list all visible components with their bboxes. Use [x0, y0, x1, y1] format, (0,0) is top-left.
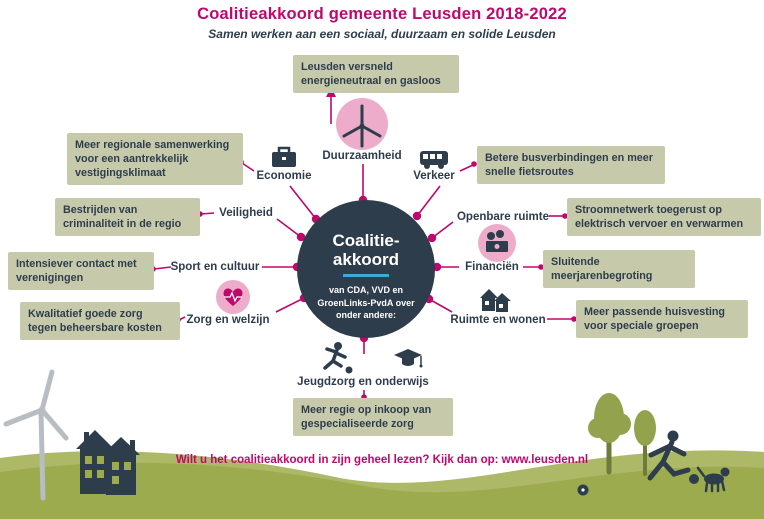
soccer-player-icon: [323, 342, 353, 374]
central-divider: [343, 274, 389, 278]
wind-turbine-large-icon: [3, 369, 69, 501]
benefit-box-jeugdzorg: Meer regie op inkoop van gespecialiseerd…: [293, 398, 453, 437]
central-title-line1: Coalitie-: [332, 231, 400, 250]
benefit-box-veiligheid: Bestrijden van criminaliteit in de regio: [55, 198, 200, 237]
topic-label-openbare-ruimte: Openbare ruimte: [456, 211, 550, 223]
benefit-box-duurzaamheid: Leusden versneld energieneutraal en gasl…: [293, 55, 459, 94]
footer-read-more-text: Wilt u het coalitieakkoord in zijn gehee…: [175, 454, 589, 466]
topic-label-zorg-en-welzijn: Zorg en welzijn: [186, 314, 270, 326]
connector-lines: [153, 95, 573, 396]
trees-icon: [588, 393, 656, 476]
briefcase-icon: [272, 146, 296, 167]
topic-label-financien: Financiën: [465, 261, 519, 273]
soccer-player-large-icon: [647, 430, 699, 484]
soccer-ball-icon: [577, 484, 589, 496]
benefit-box-sport-en-cultuur: Intensiever contact met verenigingen: [8, 252, 154, 291]
houses-icon: [480, 289, 511, 312]
grass-hills: [0, 450, 764, 519]
money-icon: [478, 224, 516, 262]
benefit-box-openbare-ruimte: Stroomnetwerk toegerust op elektrisch ve…: [567, 198, 761, 237]
central-subtitle: van CDA, VVD en GroenLinks-PvdA over ond…: [317, 285, 415, 321]
topic-label-duurzaamheid: Duurzaamheid: [322, 150, 402, 162]
graduation-cap-icon: [394, 349, 423, 368]
benefit-box-zorg-en-welzijn: Kwalitatief goede zorg tegen beheersbare…: [20, 302, 180, 341]
central-circle: Coalitie- akkoord van CDA, VVD en GroenL…: [297, 200, 435, 338]
bus-icon: [420, 151, 448, 169]
page-title: Coalitieakkoord gemeente Leusden 2018-20…: [197, 5, 567, 23]
topic-label-verkeer: Verkeer: [413, 170, 455, 182]
benefit-box-financien: Sluitende meerjarenbegroting: [543, 250, 695, 289]
topic-label-economie: Economie: [256, 170, 312, 182]
dog-icon: [696, 466, 730, 493]
topic-label-ruimte-en-wonen: Ruimte en wonen: [450, 314, 546, 326]
benefit-box-economie: Meer regionale samenwerking voor een aan…: [67, 133, 243, 186]
topic-label-sport-en-cultuur: Sport en cultuur: [170, 261, 260, 273]
central-title-line2: akkoord: [332, 250, 400, 270]
central-title: Coalitie- akkoord: [297, 231, 435, 269]
topic-label-jeugdzorg-en-onderwijs: Jeugdzorg en onderwijs: [297, 376, 429, 388]
page-subtitle: Samen werken aan een sociaal, duurzaam e…: [208, 27, 556, 41]
houses-silhouette-icon: [76, 430, 140, 495]
benefit-box-ruimte-en-wonen: Meer passende huisvesting voor speciale …: [576, 300, 748, 339]
benefit-box-verkeer: Betere busverbindingen en meer snelle fi…: [477, 146, 665, 185]
topic-label-veiligheid: Veiligheid: [219, 207, 273, 219]
wind-turbine-icon: [336, 98, 388, 150]
heart-icon: [216, 280, 250, 314]
